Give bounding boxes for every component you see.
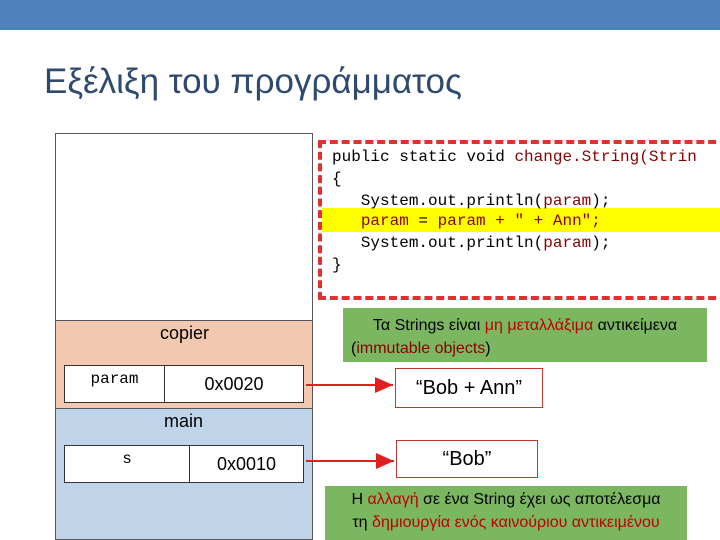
code-concat-literal: + " + Ann"; [485, 212, 601, 230]
code-signature-keywords: public static void [332, 148, 515, 166]
new-object-note: Η αλλαγή σε ένα String έχει ως αποτέλεσμ… [325, 486, 687, 540]
immutable-note-line-1: Τα Strings είναι μη μεταλλάξιμα αντικείμ… [351, 314, 699, 337]
stack-free-area [55, 133, 313, 321]
slide-title: Εξέλιξη του προγράμματος [44, 62, 462, 101]
code-method-name: change.String(Strin [514, 148, 697, 166]
immutable-note-line-2: (immutable objects) [351, 337, 699, 360]
note-text: ( [351, 340, 357, 357]
code-param-target: param [360, 212, 409, 230]
code-line-open-brace: { [332, 170, 342, 188]
main-frame-label: main [164, 411, 204, 431]
code-line-print-1: System.out.println(param); [332, 192, 611, 210]
note-emphasis: μη μεταλλάξιμα [484, 317, 594, 334]
top-accent-bar [0, 0, 720, 30]
s-variable-name: s [64, 445, 189, 483]
note-text: τη [352, 514, 373, 531]
string-object-bob: “Bob” [396, 440, 538, 478]
immutable-note: Τα Strings είναι μη μεταλλάξιμα αντικείμ… [343, 308, 707, 362]
string-object-bob-ann: “Bob + Ann” [395, 368, 543, 408]
code-print-close-2: ); [591, 234, 611, 252]
change-string-code-block: public static void change.String(Strin {… [318, 140, 720, 300]
code-print-call-2: System.out.println( [332, 234, 544, 252]
code-param-ref: param [543, 192, 592, 210]
code-assign-op: = [408, 212, 438, 230]
code-param-source: param [437, 212, 486, 230]
code-param-ref-2: param [543, 234, 592, 252]
s-variable-value: 0x0010 [189, 445, 304, 483]
note-text: αντικείμενα [593, 317, 678, 334]
current-line-highlight [322, 208, 720, 232]
code-print-call: System.out.println( [332, 192, 544, 210]
code-line-print-2: System.out.println(param); [332, 234, 611, 252]
note-text: Τα Strings είναι [372, 317, 485, 334]
new-object-note-line-2: τη δημιουργία ενός καινούριου αντικειμέν… [331, 511, 681, 534]
note-emphasis: αλλαγή [367, 491, 419, 508]
new-object-note-line-1: Η αλλαγή σε ένα String έχει ως αποτέλεσμ… [331, 488, 681, 511]
main-stack-frame: main s 0x0010 [55, 408, 313, 540]
note-emphasis: δημιουργία ενός καινούριου αντικειμένου [372, 514, 660, 531]
code-line-signature: public static void change.String(Strin [332, 148, 697, 166]
param-variable-value: 0x0020 [164, 365, 304, 403]
note-text: Η [351, 491, 368, 508]
code-line-close-brace: } [332, 256, 342, 274]
param-variable-name: param [64, 365, 164, 403]
note-emphasis: immutable objects [356, 340, 486, 357]
note-text: ) [485, 340, 491, 357]
code-print-close: ); [591, 192, 611, 210]
copier-frame-label: copier [160, 323, 210, 343]
code-line-assignment: param = param + " + Ann"; [332, 212, 601, 230]
note-text: σε ένα String έχει ως αποτέλεσμα [418, 491, 661, 508]
